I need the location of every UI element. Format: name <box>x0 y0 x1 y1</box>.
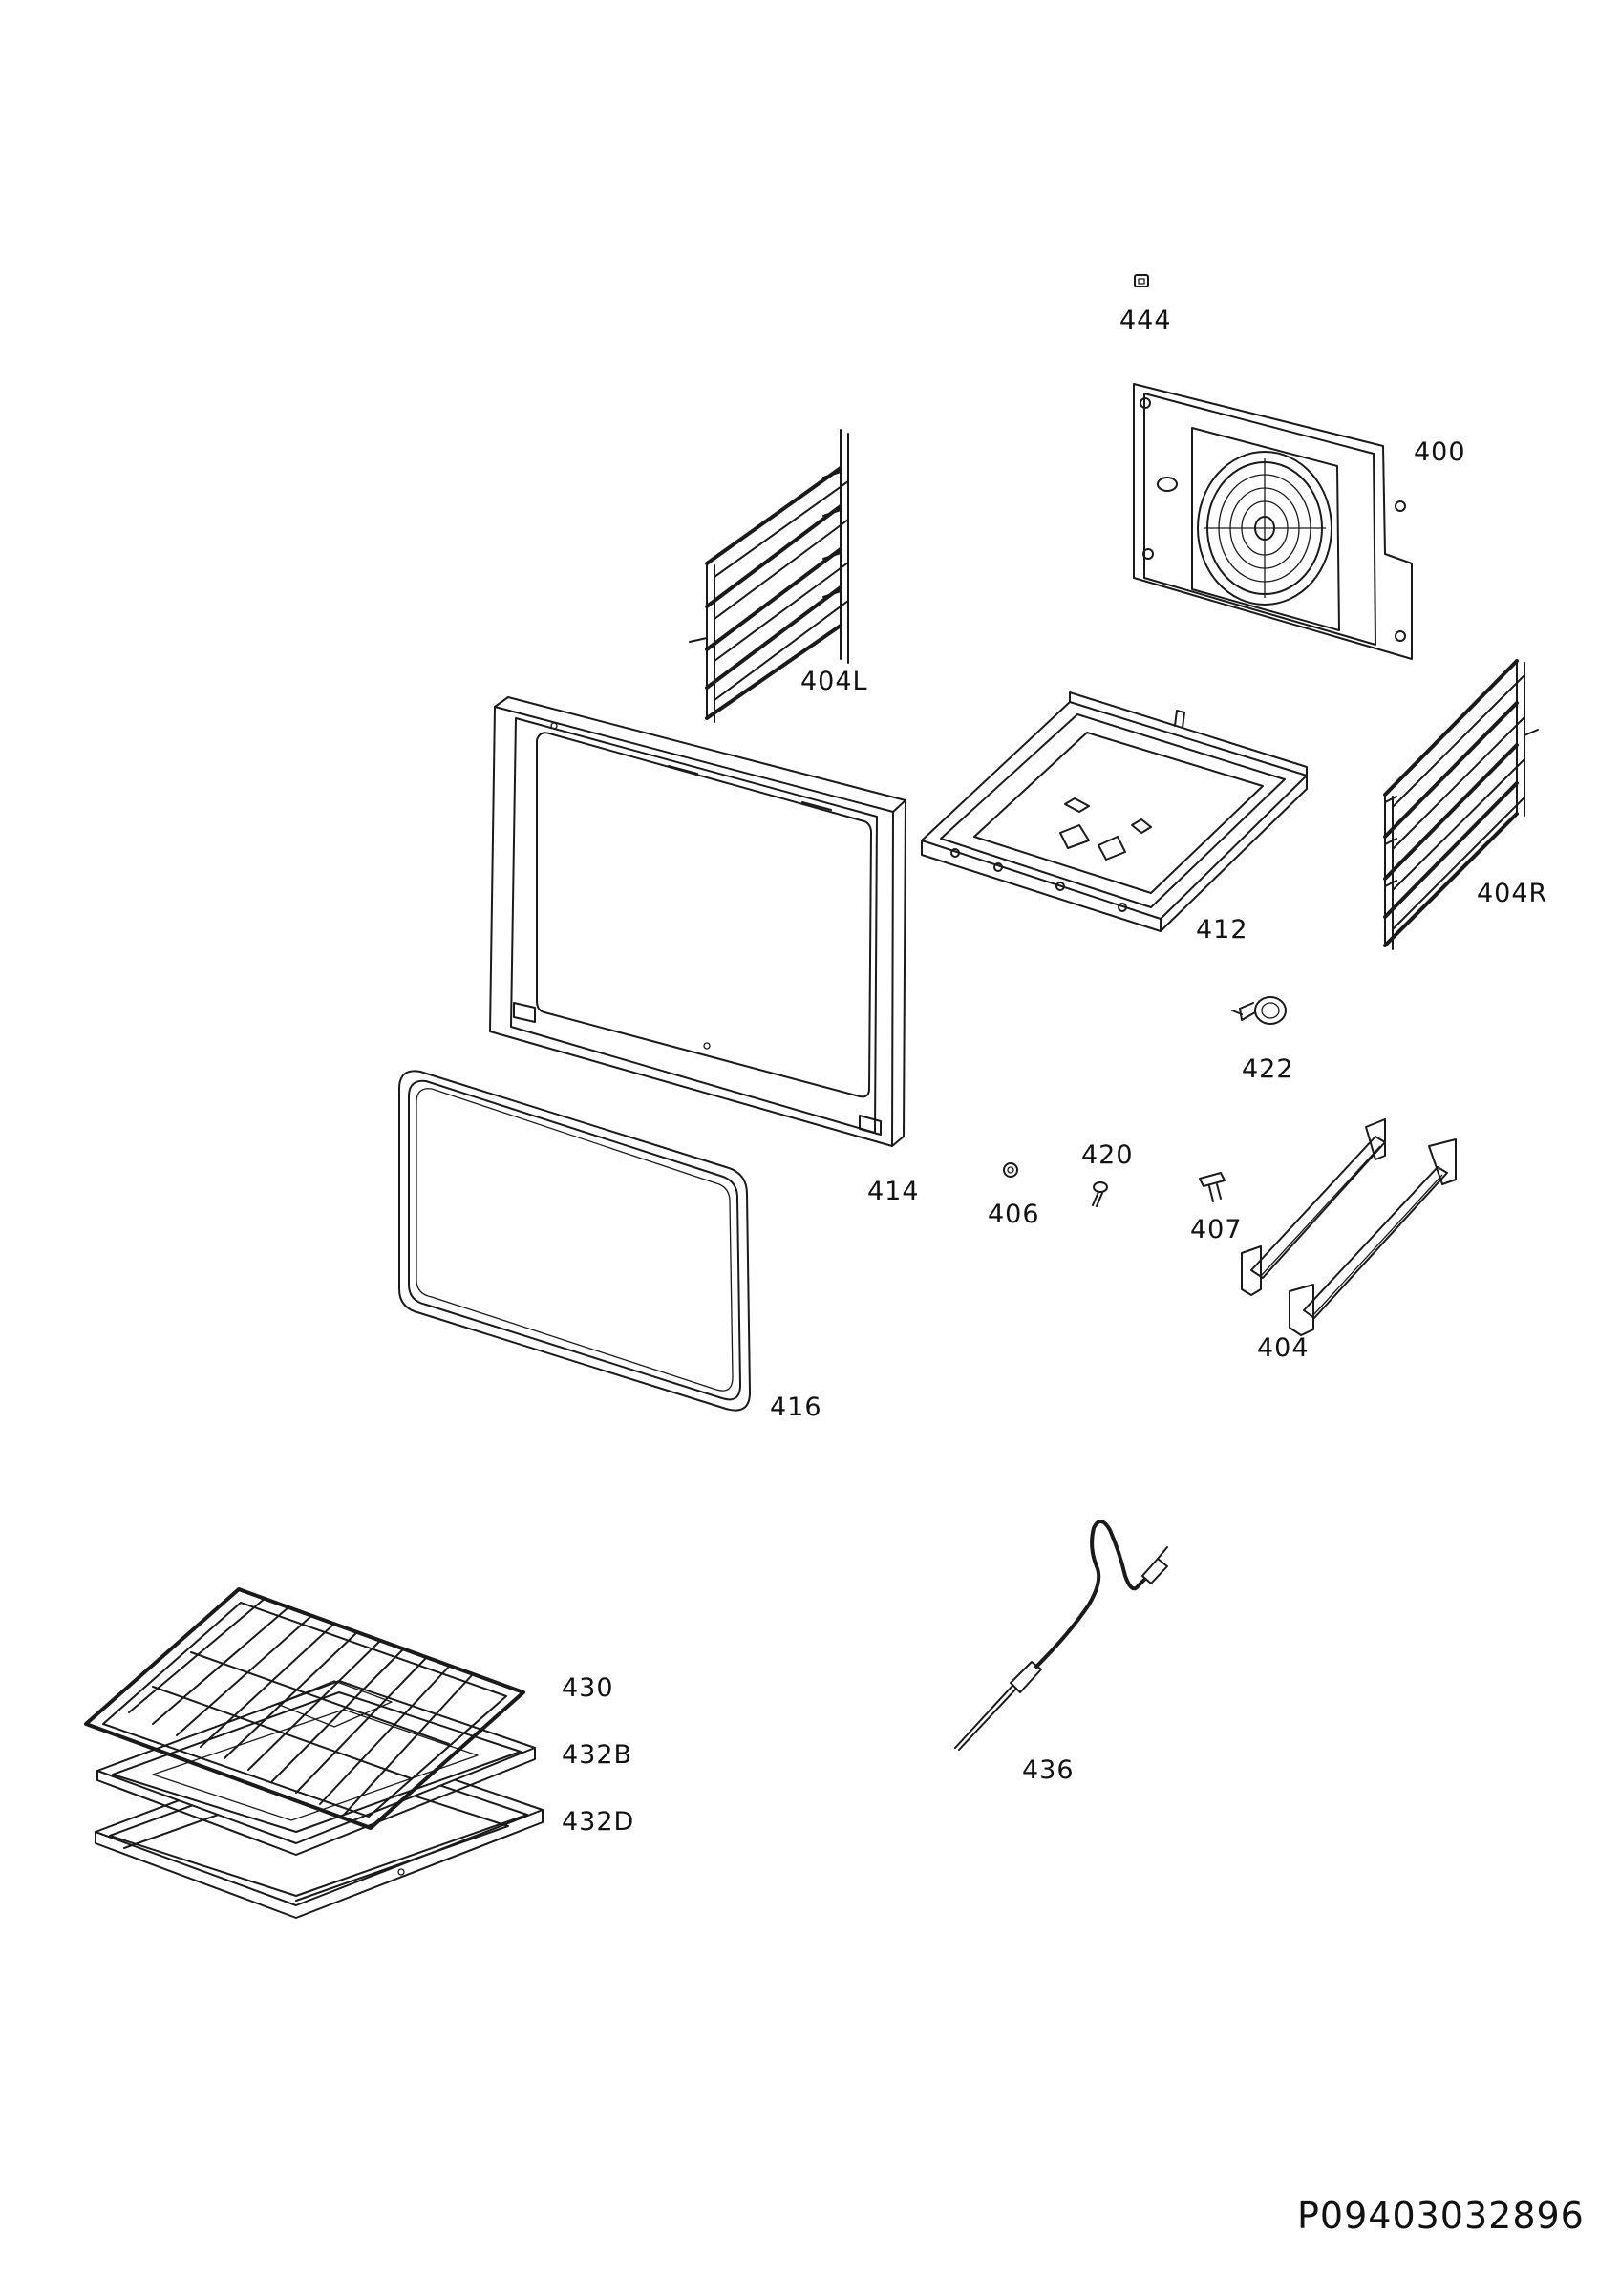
part-416-gasket <box>398 1070 751 1412</box>
label-416: 416 <box>770 1392 822 1422</box>
part-444-clip <box>1134 274 1149 287</box>
label-414: 414 <box>867 1177 920 1206</box>
label-422: 422 <box>1242 1054 1294 1084</box>
part-406-nut <box>1003 1162 1018 1178</box>
label-412: 412 <box>1196 915 1248 945</box>
part-404-telescopic-slides <box>1241 1118 1457 1336</box>
label-400: 400 <box>1414 437 1466 467</box>
part-400-rear-panel <box>1133 383 1413 660</box>
part-404R-right-rails <box>1383 659 1539 950</box>
label-420: 420 <box>1081 1140 1134 1170</box>
label-430: 430 <box>562 1673 614 1703</box>
label-404L: 404L <box>800 667 868 696</box>
part-407-clip <box>1199 1172 1226 1202</box>
part-412-bottom-frame <box>921 691 1308 932</box>
part-404L-left-rails <box>689 429 849 723</box>
part-436-meat-probe <box>954 1520 1168 1751</box>
label-406: 406 <box>988 1200 1040 1229</box>
label-432D: 432D <box>562 1807 635 1837</box>
part-432B-flat-tray <box>96 1680 536 1856</box>
document-code: P09403032896 <box>1297 2195 1585 2237</box>
label-404R: 404R <box>1477 879 1548 908</box>
label-444: 444 <box>1119 306 1172 335</box>
part-420-screw <box>1092 1181 1108 1207</box>
part-422-lamp <box>1231 996 1287 1025</box>
label-432B: 432B <box>562 1740 633 1770</box>
part-430-wire-rack <box>84 1587 525 1830</box>
label-404: 404 <box>1257 1333 1310 1363</box>
label-436: 436 <box>1022 1755 1075 1785</box>
label-407: 407 <box>1190 1215 1243 1244</box>
part-414-inner-frame <box>489 696 906 1147</box>
